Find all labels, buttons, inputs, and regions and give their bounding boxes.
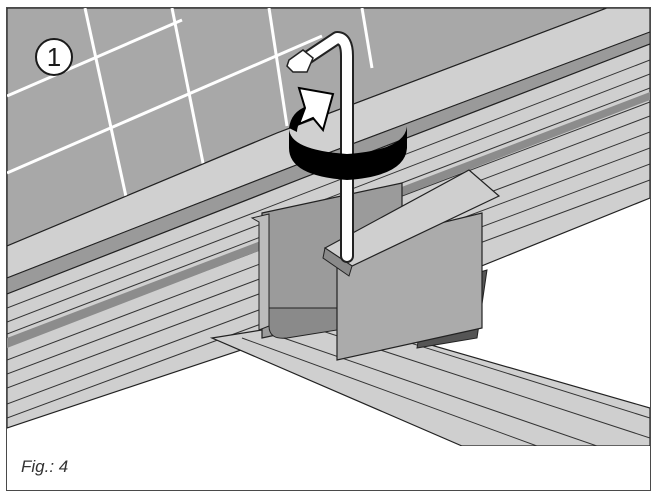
figure-caption: Fig.: 4 <box>21 457 69 476</box>
step-number-badge: 1 <box>35 38 73 76</box>
end-clamp <box>250 169 501 361</box>
rotation-arrow-icon <box>289 86 407 180</box>
allen-key-icon <box>286 31 354 263</box>
mounting-illustration <box>7 8 650 446</box>
figure-frame: 1 Fig.: 4 <box>6 7 651 491</box>
step-number: 1 <box>46 41 62 72</box>
